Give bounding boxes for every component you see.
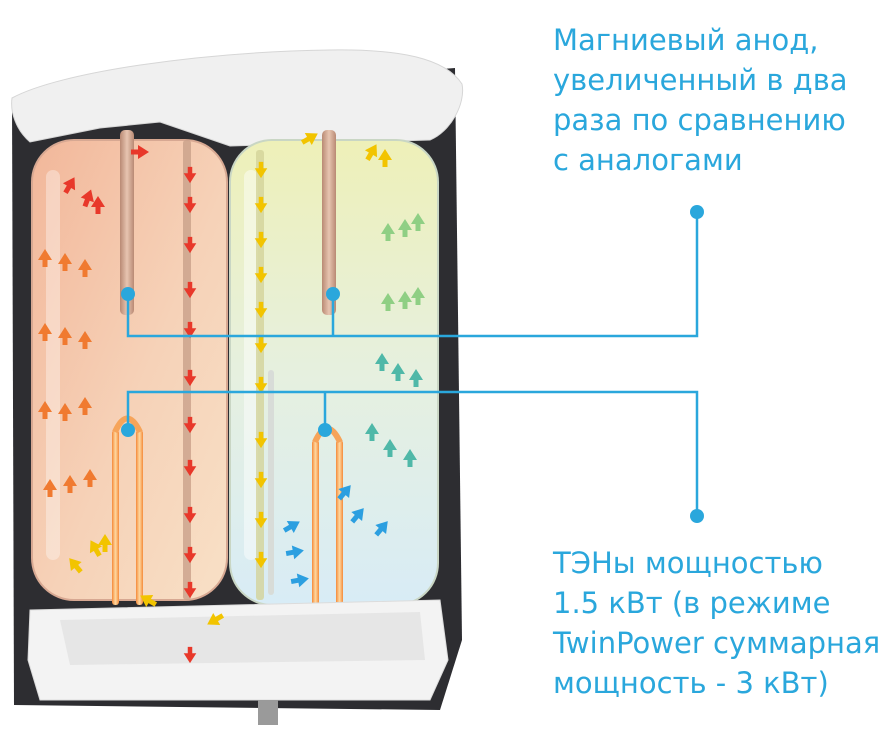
flow-arrow [254,196,268,214]
heaters-callout-line: мощность - 3 кВт) [553,666,829,700]
flow-arrow [89,540,103,558]
flow-arrow [183,506,197,524]
flow-arrow [285,545,304,560]
flow-arrow [80,189,94,208]
heaters-callout-line: 1.5 кВт (в режиме [553,586,831,620]
flow-arrow [254,336,268,354]
flow-arrow [411,213,425,231]
flow-arrow [254,231,268,249]
flow-arrow [375,353,389,371]
flow-arrows [38,132,425,664]
flow-arrow [254,301,268,319]
flow-arrow [183,546,197,564]
flow-arrow [183,236,197,254]
flow-arrow [183,281,197,299]
flow-arrow [254,161,268,179]
flow-arrow [83,469,97,487]
flow-arrow [364,144,378,162]
heater-dot-left [121,423,135,437]
flow-arrow [254,551,268,569]
anode-rod-left [120,130,134,315]
flow-arrow [300,132,318,146]
flow-arrow [337,485,351,501]
heaters-callout-text: ТЭНы мощностью 1.5 кВт (в режиме TwinPow… [553,543,880,703]
anode-rod-right [322,130,336,315]
flow-arrow [58,403,72,421]
flow-arrow [43,479,57,497]
anode-callout-line: Магниевый анод, [553,23,819,57]
anode-callout-text: Магниевый анод, увеличенный в два раза п… [553,20,848,180]
anode-callout-line: увеличенный в два [553,63,848,97]
heaters-callout-line: TwinPower суммарная [553,626,881,660]
flow-arrow [398,219,412,237]
flow-arrow [63,475,77,493]
flow-arrow [98,534,112,552]
flow-arrow [183,196,197,214]
flow-arrow [403,449,417,467]
flow-arrow [411,287,425,305]
heaters-callout-line: ТЭНы мощностью [553,546,823,580]
flow-arrow [381,293,395,311]
anode-dot-right [326,287,340,301]
flow-arrow [183,166,197,184]
callout-lines [126,212,699,516]
flow-arrow [374,521,388,537]
flow-arrow [38,401,52,419]
heater-dot-end [690,509,704,523]
flow-arrow [290,573,309,588]
flow-arrow [398,291,412,309]
anode-leader-line [126,212,699,338]
top-casing [11,49,464,147]
heating-element-left [112,415,143,605]
anode-dot-left [121,287,135,301]
flow-arrow [131,145,149,159]
flow-arrow [38,323,52,341]
flow-arrow [78,331,92,349]
callout-dots [121,205,704,523]
flow-arrow [254,376,268,394]
heater-dot-right [318,423,332,437]
flow-arrow [140,594,158,608]
pipe-connector [258,700,278,725]
anode-callout-line: с аналогами [553,143,743,177]
flow-arrow [183,459,197,477]
flow-arrow [365,423,379,441]
flow-arrow [78,259,92,277]
bottom-casing-inner [60,612,425,665]
flow-arrow [383,439,397,457]
pipe-hot-outlet [183,140,191,600]
tank-hot-highlight [46,170,60,560]
flow-arrow [183,369,197,387]
flow-arrow [254,511,268,529]
flow-arrow [78,397,92,415]
anode-dot-end [690,205,704,219]
heater-leader-line [126,390,699,516]
flow-arrow [254,471,268,489]
flow-arrow [391,363,405,381]
flow-arrow [282,520,300,534]
flow-arrow [254,431,268,449]
flow-arrow [378,149,392,167]
flow-arrow [58,253,72,271]
pipe-center [268,370,274,595]
flow-arrow [409,369,423,387]
flow-arrow [350,508,364,524]
pipe-cold-inlet [256,150,264,600]
flow-arrow [207,612,225,626]
flow-arrow [381,223,395,241]
flow-arrow [254,266,268,284]
flow-arrow [62,177,76,195]
flow-arrow [69,558,83,574]
anode-callout-line: раза по сравнению [553,103,846,137]
flow-arrow [183,581,197,599]
flow-arrow [38,249,52,267]
flow-arrow [91,196,105,214]
flow-arrow [183,416,197,434]
flow-arrow [183,321,197,339]
tank-cold-highlight [244,170,258,560]
flow-arrow [183,646,197,664]
flow-arrow [58,327,72,345]
